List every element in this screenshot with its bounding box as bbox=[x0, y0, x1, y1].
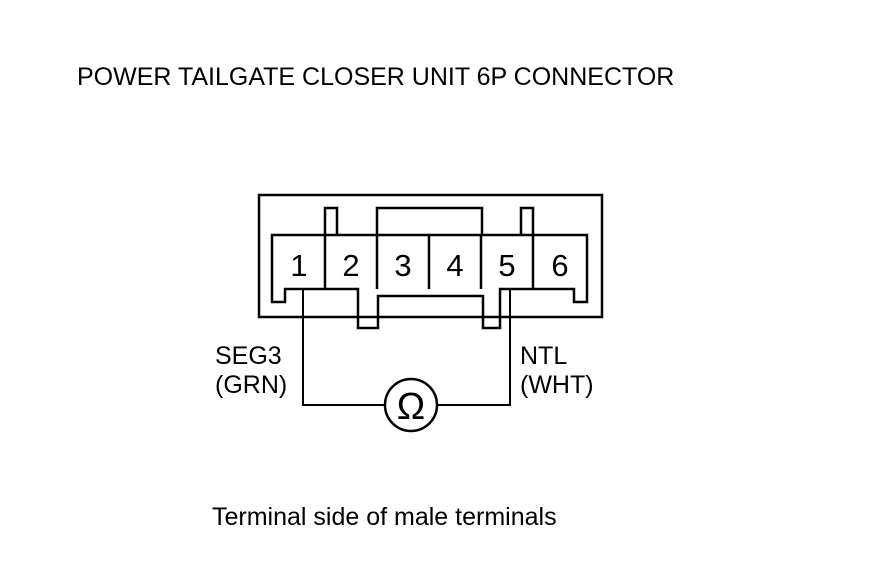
right-wire-color-label: (WHT) bbox=[520, 371, 594, 399]
right-wire-signal-label: NTL bbox=[520, 342, 567, 370]
terminal-5: 5 bbox=[498, 248, 515, 283]
probe-wires bbox=[302, 289, 511, 406]
probe-wire-left bbox=[302, 289, 385, 406]
terminal-2: 2 bbox=[342, 248, 359, 283]
terminal-6: 6 bbox=[551, 248, 568, 283]
terminal-dividers bbox=[323, 235, 535, 289]
terminal-3: 3 bbox=[394, 248, 411, 283]
connector-housing bbox=[257, 193, 604, 330]
left-wire-color-label: (GRN) bbox=[215, 371, 287, 399]
diagram-caption: Terminal side of male terminals bbox=[212, 503, 557, 531]
diagram-title: POWER TAILGATE CLOSER UNIT 6P CONNECTOR bbox=[77, 63, 674, 91]
left-wire-signal-label: SEG3 bbox=[215, 342, 282, 370]
probe-wire-right bbox=[438, 289, 511, 406]
terminal-1: 1 bbox=[290, 248, 307, 283]
terminal-numbers: 1 2 3 4 5 6 bbox=[290, 248, 568, 283]
terminal-4: 4 bbox=[446, 248, 463, 283]
ohmmeter-icon: Ω bbox=[383, 377, 439, 433]
ohmmeter-symbol: Ω bbox=[397, 386, 425, 428]
